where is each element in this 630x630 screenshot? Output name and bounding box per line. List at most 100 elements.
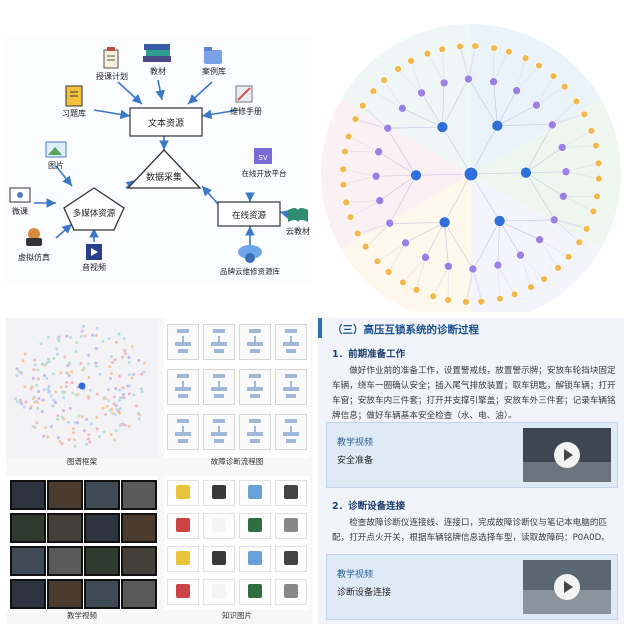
resource-collage-panel: 图谱框架 故障诊断流程图 教学视频 知识图片	[6, 318, 312, 624]
graph-edge	[470, 172, 526, 175]
graph-node	[493, 215, 506, 227]
mini-graph-node	[110, 407, 114, 411]
mini-graph-node	[140, 372, 144, 376]
mini-graph-node	[119, 422, 123, 426]
video-thumbnail[interactable]	[121, 546, 157, 576]
video-card-safety[interactable]: 教学视频 安全准备	[326, 422, 618, 488]
flowchart-thumbnail[interactable]	[167, 324, 199, 360]
knowledge-image-thumbnail[interactable]	[167, 579, 199, 605]
video-thumbnail[interactable]	[47, 579, 83, 609]
graph-node	[527, 283, 535, 291]
flowchart-thumbnail[interactable]	[239, 369, 271, 405]
video-thumbnail[interactable]	[84, 546, 120, 576]
section-1-heading: 1．前期准备工作	[332, 349, 406, 360]
mini-graph-node	[22, 405, 26, 409]
video-thumbnail[interactable]	[47, 546, 83, 576]
video-thumbnail[interactable]	[523, 428, 611, 482]
knowledge-image-thumbnail[interactable]	[239, 480, 271, 506]
knowledge-image-thumbnail[interactable]	[275, 480, 307, 506]
play-icon[interactable]	[554, 574, 580, 600]
flowchart-thumbnail[interactable]	[167, 414, 199, 450]
mini-graph-node	[118, 396, 122, 400]
video-thumbnail[interactable]	[10, 546, 46, 576]
graph-node	[438, 45, 446, 53]
flowchart-thumbnail[interactable]	[275, 414, 307, 450]
video-thumbnail[interactable]	[121, 480, 157, 510]
graph-edge	[493, 81, 498, 126]
flowchart-thumbnail[interactable]	[203, 324, 235, 360]
flowchart-thumbnail[interactable]	[239, 324, 271, 360]
mini-graph-node	[33, 358, 37, 362]
graph-node	[399, 278, 407, 287]
video-thumbnail[interactable]	[47, 480, 83, 510]
knowledge-image-thumbnail[interactable]	[203, 480, 235, 506]
knowledge-image-thumbnail[interactable]	[239, 579, 271, 605]
graph-node	[471, 42, 479, 50]
multimedia-label: 多媒体资源	[73, 208, 116, 219]
flowchart-thumbnail[interactable]	[203, 369, 235, 405]
knowledge-image-thumbnail[interactable]	[239, 513, 271, 539]
graph-node	[462, 298, 470, 306]
video-thumbnail[interactable]	[10, 579, 46, 609]
graph-edge	[554, 219, 587, 230]
video-thumbnail[interactable]	[47, 513, 83, 543]
graph-node	[516, 250, 525, 260]
section-1-text: 做好作业前的准备工作，设置警戒线，放置警示牌；安放车轮挡块固定车辆，绕车一圈确认…	[332, 366, 616, 421]
graph-edge	[472, 268, 482, 302]
mini-graph-node	[70, 381, 74, 385]
flowchart-thumbnail[interactable]	[203, 414, 235, 450]
mini-graph-node	[43, 426, 47, 430]
mini-graph-node	[55, 347, 59, 351]
knowledge-image-thumbnail[interactable]	[203, 513, 235, 539]
mini-graph-node	[33, 395, 37, 399]
video-thumbnail[interactable]	[10, 513, 46, 543]
play-icon[interactable]	[554, 442, 580, 468]
mini-graph-node	[59, 371, 63, 375]
mini-graph-node	[36, 377, 40, 381]
mini-graph-node	[36, 401, 40, 405]
mini-graph-node	[15, 367, 19, 371]
knowledge-image-thumbnail[interactable]	[203, 546, 235, 572]
mini-graph-node	[65, 334, 69, 338]
graph-node	[593, 192, 601, 201]
mini-graph-node	[49, 394, 53, 398]
knowledge-images-caption: 知识图片	[222, 611, 252, 620]
graph-node	[407, 57, 415, 65]
mini-graph-node	[69, 335, 73, 339]
graph-edge	[444, 222, 449, 267]
knowledge-image-thumbnail[interactable]	[167, 480, 199, 506]
graph-node	[595, 174, 603, 183]
flowchart-thumbnail[interactable]	[275, 369, 307, 405]
graph-framework-image	[6, 318, 158, 458]
graph-edge	[468, 46, 477, 80]
graph-node	[496, 295, 504, 303]
knowledge-image-thumbnail[interactable]	[203, 579, 235, 605]
graph-node	[540, 275, 548, 283]
video-thumbnail[interactable]	[84, 480, 120, 510]
video-thumbnail[interactable]	[121, 579, 157, 609]
video-thumbnail[interactable]	[84, 513, 120, 543]
video-card-device-connection[interactable]: 教学视频 诊断设备连接	[326, 554, 618, 620]
video-thumbnail[interactable]	[121, 513, 157, 543]
flowchart-thumbnail[interactable]	[167, 369, 199, 405]
mini-graph-node	[105, 404, 109, 408]
video-thumbnail[interactable]	[10, 480, 46, 510]
mini-graph-node	[117, 332, 121, 336]
vr-headset-icon	[26, 228, 42, 246]
video-thumbnail[interactable]	[523, 560, 611, 614]
knowledge-image-thumbnail[interactable]	[275, 579, 307, 605]
mini-graph-node	[132, 372, 136, 376]
knowledge-image-thumbnail[interactable]	[167, 546, 199, 572]
knowledge-image-thumbnail[interactable]	[275, 546, 307, 572]
video-thumbnail[interactable]	[84, 579, 120, 609]
knowledge-image-thumbnail[interactable]	[167, 513, 199, 539]
graph-edge	[416, 173, 472, 176]
graph-node	[344, 132, 353, 141]
flowchart-thumbnail[interactable]	[275, 324, 307, 360]
teaching-video-grid	[6, 476, 158, 610]
graph-edge	[499, 220, 521, 256]
flowchart-thumbnail[interactable]	[239, 414, 271, 450]
knowledge-image-thumbnail[interactable]	[239, 546, 271, 572]
mini-graph-node	[87, 433, 91, 437]
knowledge-image-thumbnail[interactable]	[275, 513, 307, 539]
